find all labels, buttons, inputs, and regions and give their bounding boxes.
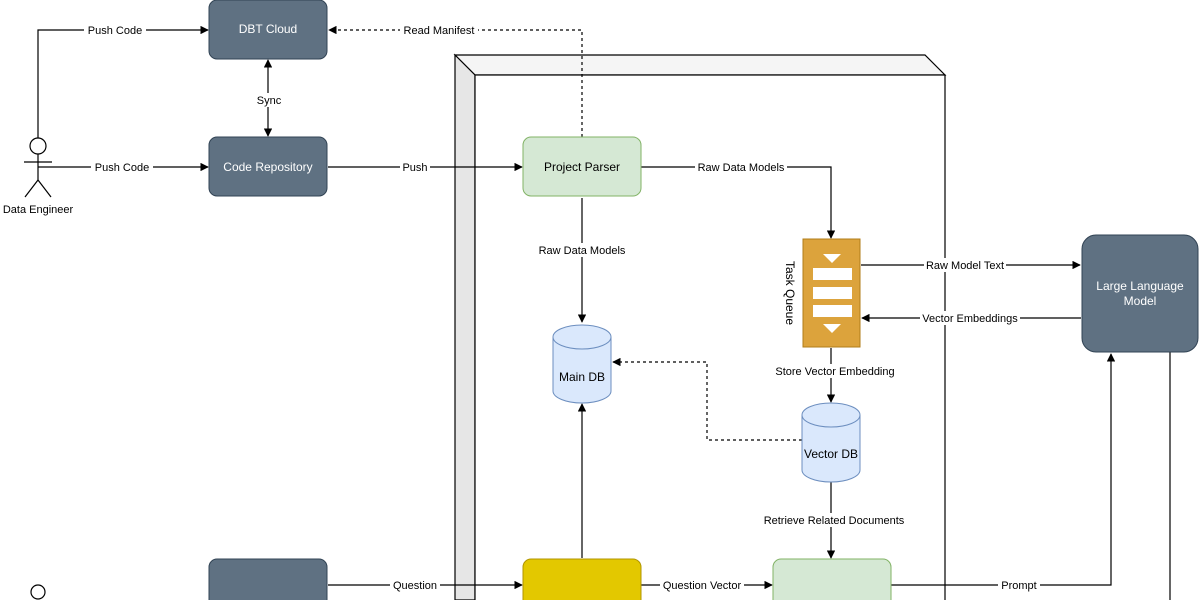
label-raw-data-models-right: Raw Data Models (698, 162, 785, 174)
label-push-code-top: Push Code (88, 25, 142, 37)
node-large-language-model[interactable]: Large Language Model (1081, 234, 1199, 353)
label-read-manifest: Read Manifest (404, 25, 475, 37)
node-main-db[interactable]: Main DB (552, 324, 612, 404)
label-raw-data-models-down: Raw Data Models (539, 245, 626, 257)
label-push-code-mid: Push Code (95, 162, 149, 174)
label-question: Question (393, 580, 437, 592)
node-project-parser[interactable]: Project Parser (522, 136, 642, 197)
node-llm-label-line2: Model (1124, 294, 1157, 308)
node-question-source[interactable] (208, 558, 328, 600)
node-query-service[interactable] (522, 558, 642, 600)
node-project-parser-label: Project Parser (544, 160, 620, 174)
label-sync: Sync (257, 95, 282, 107)
label-store-vector-embedding: Store Vector Embedding (775, 366, 894, 378)
node-main-db-label: Main DB (559, 370, 605, 384)
node-code-repository-label: Code Repository (223, 160, 312, 174)
label-retrieve-related-documents: Retrieve Related Documents (764, 515, 905, 527)
node-dbt-cloud[interactable]: DBT Cloud (208, 0, 328, 60)
label-question-vector: Question Vector (663, 580, 742, 592)
user-actor-icon (30, 584, 46, 600)
node-llm-label-line1: Large Language (1096, 279, 1184, 293)
node-dbt-cloud-label: DBT Cloud (239, 22, 297, 36)
node-task-queue[interactable]: Task Queue (783, 238, 861, 348)
label-vector-embeddings: Vector Embeddings (922, 313, 1018, 325)
node-vector-db[interactable]: Vector DB (801, 402, 861, 483)
label-raw-model-text: Raw Model Text (926, 260, 1004, 272)
data-engineer-label: Data Engineer (3, 204, 74, 216)
edge-push-code-to-dbt (37, 25, 209, 140)
node-code-repository[interactable]: Code Repository (208, 136, 328, 197)
edge-prompt (891, 353, 1116, 586)
node-task-queue-label: Task Queue (783, 261, 797, 325)
label-prompt: Prompt (1001, 580, 1036, 592)
node-retrieval-service[interactable] (772, 558, 892, 600)
edge-vectordb-to-maindb (612, 357, 802, 441)
edge-labels: Push Code Push Code Sync Read Manifest P… (84, 23, 1040, 592)
label-push: Push (402, 162, 427, 174)
node-vector-db-label: Vector DB (804, 447, 858, 461)
data-engineer-actor-icon (24, 137, 52, 198)
